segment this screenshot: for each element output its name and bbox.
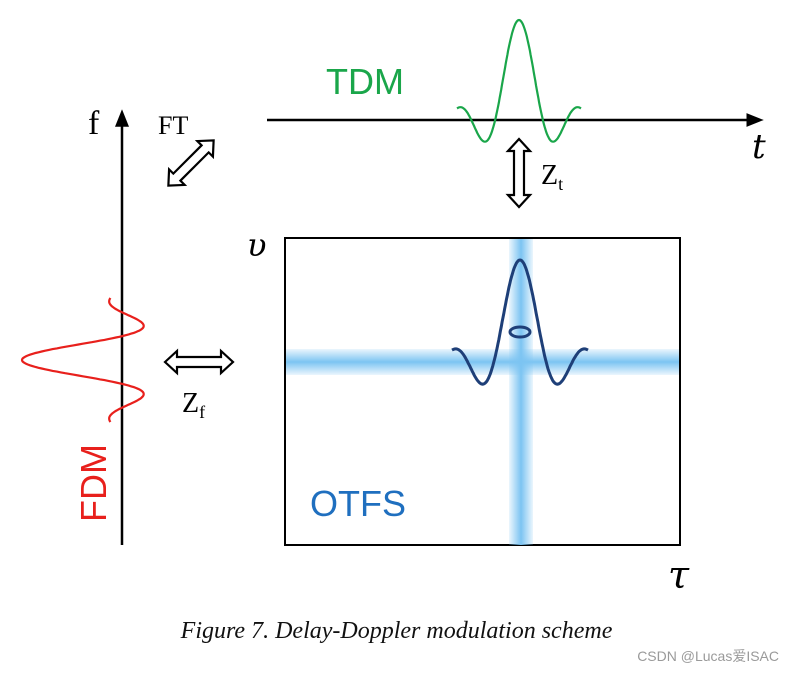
zf-label: Zf	[182, 388, 205, 422]
zf-double-arrow-icon	[163, 348, 235, 376]
zt-label-main: Z	[541, 160, 558, 191]
otfs-pulse-ring	[508, 325, 532, 339]
t-axis-label: t	[752, 127, 766, 167]
otfs-diagram: f t TDM FDM FT Zt Zf	[20, 18, 766, 597]
tdm-label: TDM	[326, 61, 404, 102]
tau-axis-label: τ	[668, 553, 690, 597]
f-axis-label: f	[88, 105, 100, 142]
dd-grid-box	[284, 237, 681, 546]
fdm-label: FDM	[73, 444, 114, 522]
otfs-pulse	[451, 258, 589, 386]
zt-label: Zt	[541, 160, 563, 194]
ft-label: FT	[158, 111, 188, 140]
tdm-pulse	[456, 18, 582, 143]
zf-label-sub: f	[199, 402, 205, 422]
doppler-beam-horizontal	[286, 349, 679, 375]
zt-label-sub: t	[558, 174, 563, 194]
zf-label-main: Z	[182, 388, 199, 419]
fdm-pulse	[20, 297, 145, 423]
zt-double-arrow-icon	[505, 137, 533, 209]
watermark: CSDN @Lucas爱ISAC	[637, 648, 779, 664]
delay-beam-vertical	[509, 239, 533, 545]
figure-caption: Figure 7. Delay-Doppler modulation schem…	[180, 618, 613, 644]
otfs-label: OTFS	[310, 483, 406, 524]
ft-double-arrow-icon	[167, 139, 215, 187]
nu-axis-label: υ	[247, 226, 266, 264]
